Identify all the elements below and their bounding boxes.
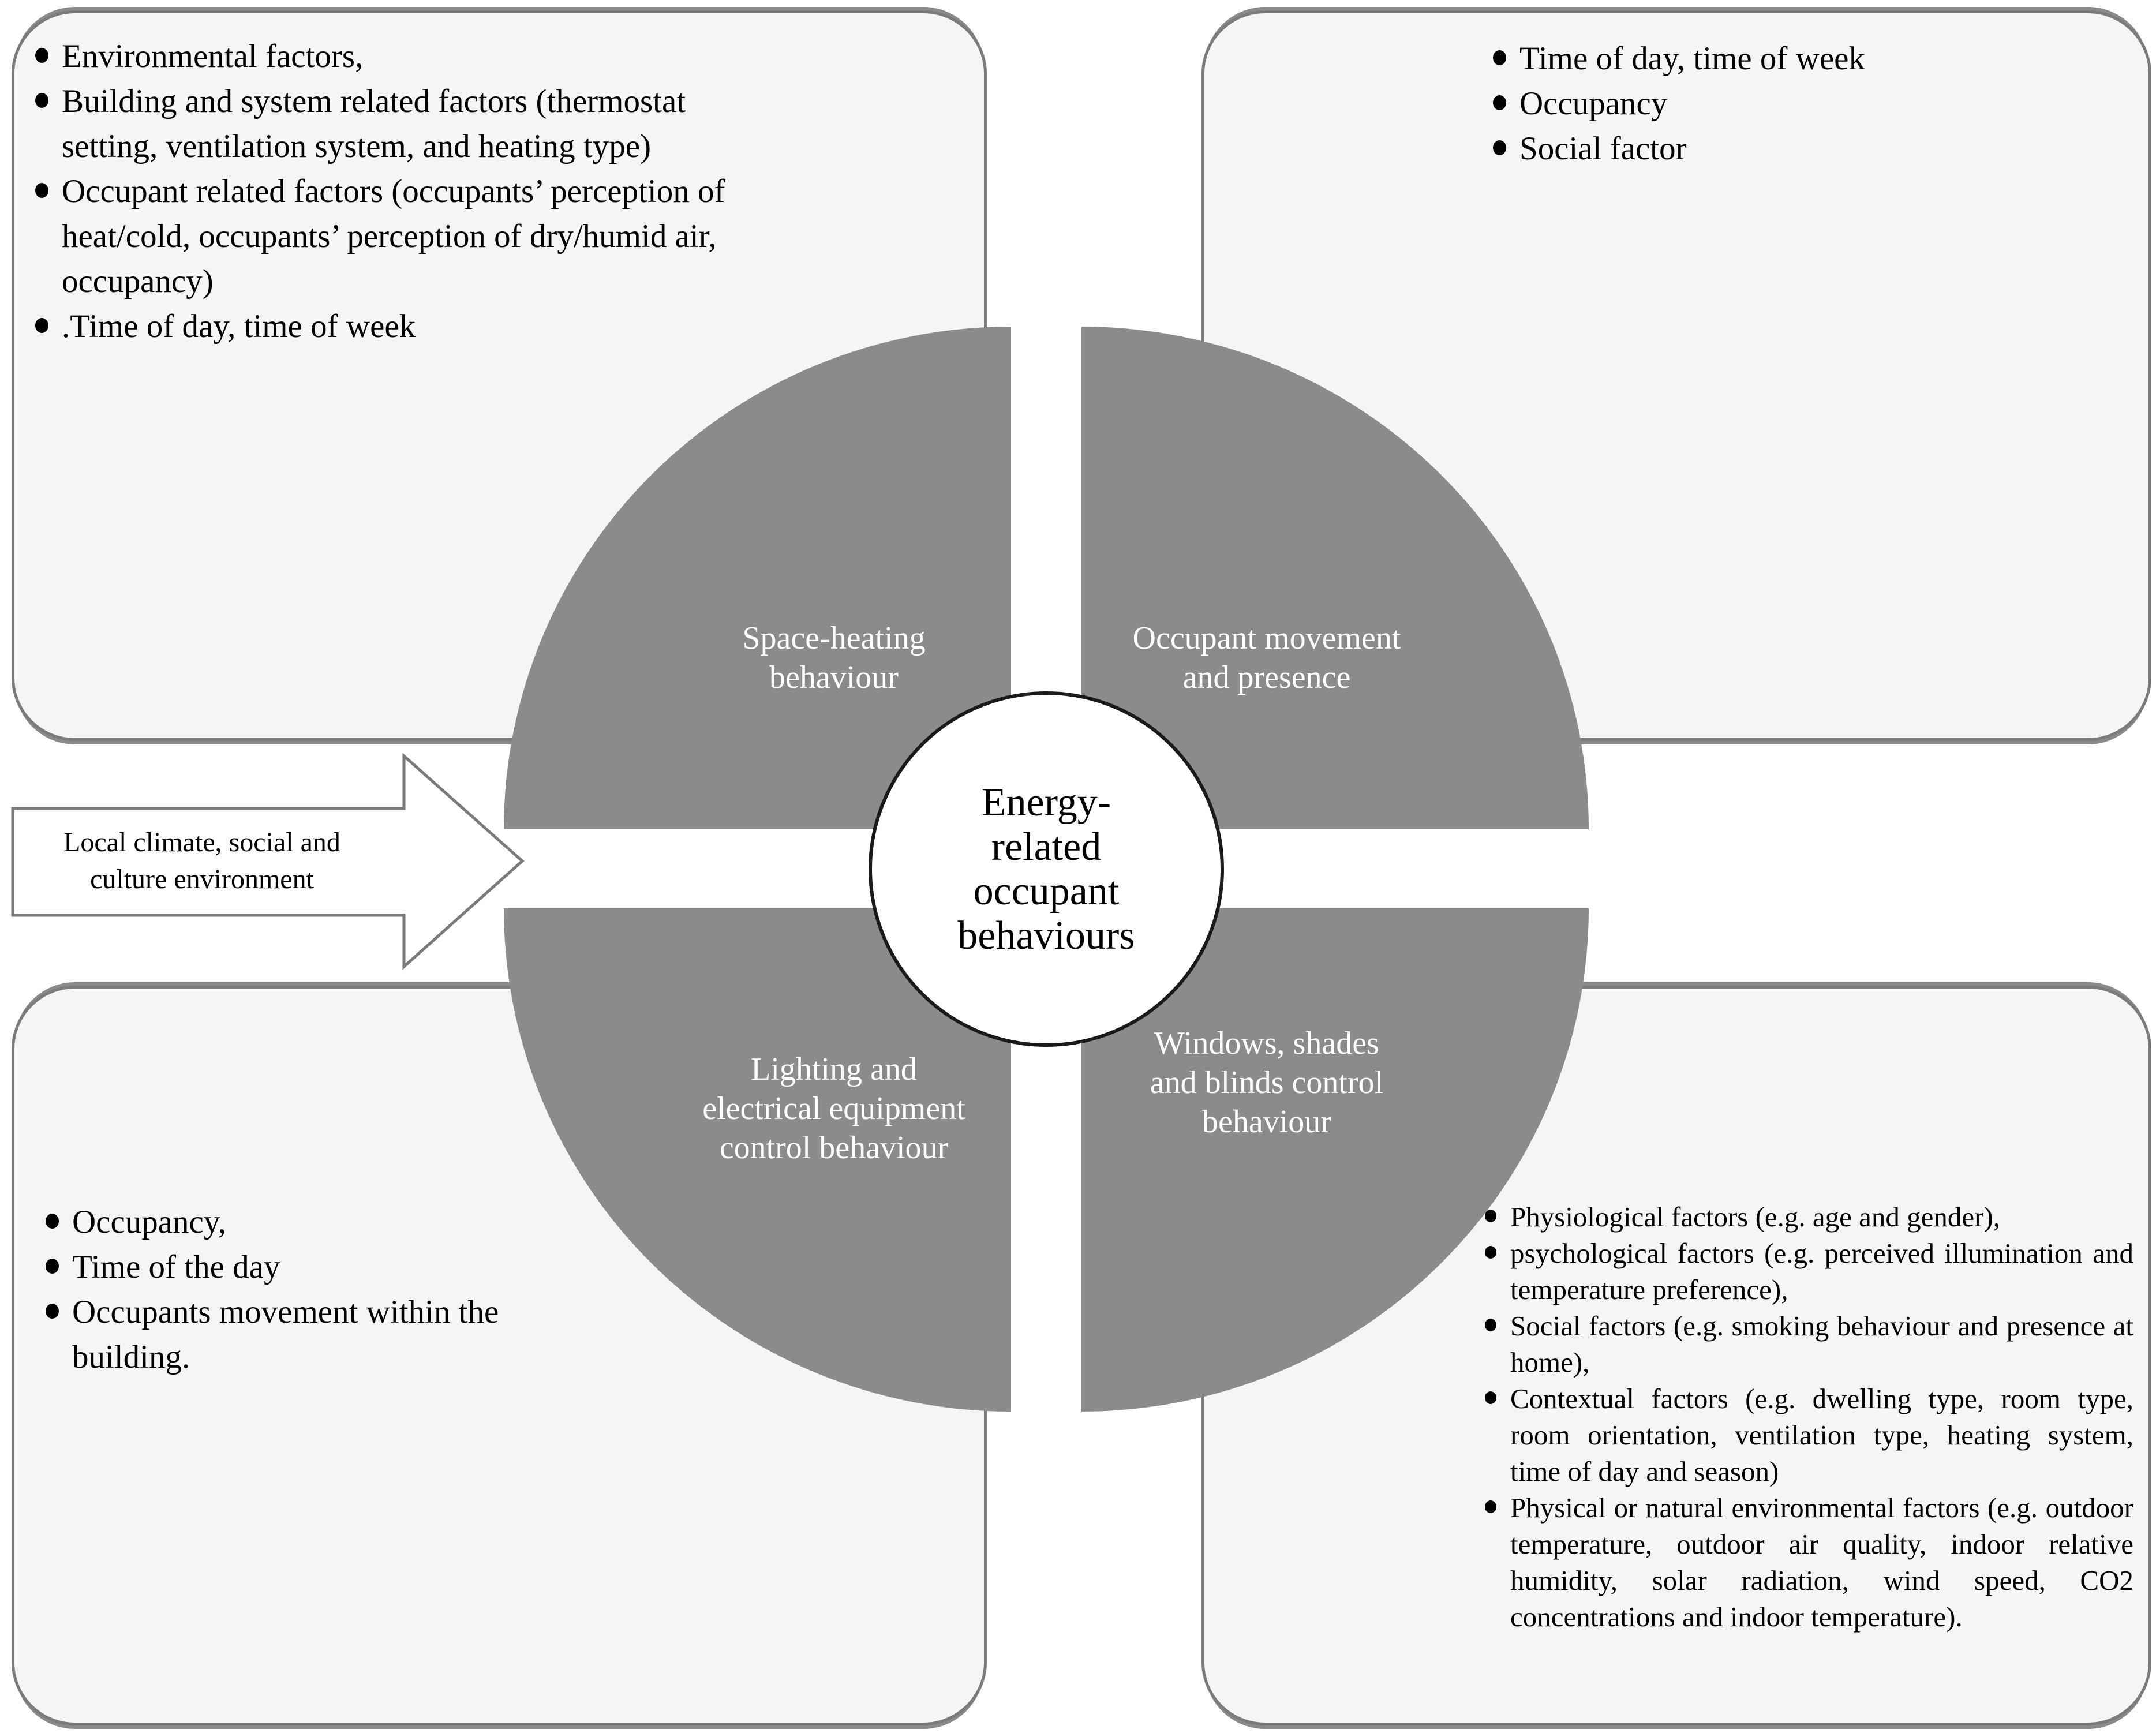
bullet-item: Time of day, time of week <box>1493 36 2116 81</box>
bullet-item: Occupants movement within the building. <box>46 1290 624 1380</box>
bullet-icon <box>1485 1235 1510 1259</box>
bullet-item: Physiological factors (e.g. age and gend… <box>1485 1199 2133 1235</box>
bullet-icon <box>1493 126 1519 155</box>
bullet-text: psychological factors (e.g. perceived il… <box>1510 1237 2133 1305</box>
bullet-item: Contextual factors (e.g. dwelling type, … <box>1485 1380 2133 1489</box>
bullet-text: Environmental factors, <box>62 38 364 74</box>
bullet-icon <box>1493 36 1519 65</box>
bullet-text: Time of the day <box>72 1249 280 1285</box>
bullet-icon <box>35 34 62 63</box>
bullet-text: Occupant related factors (occupants’ per… <box>62 173 725 300</box>
bullet-item: Occupant related factors (occupants’ per… <box>35 169 758 304</box>
bullet-item: Building and system related factors (the… <box>35 79 758 169</box>
bullet-text: Contextual factors (e.g. dwelling type, … <box>1510 1383 2133 1487</box>
bullet-icon <box>46 1290 72 1319</box>
center-circle: Energy- related occupant behaviours <box>869 691 1224 1047</box>
bullet-text: .Time of day, time of week <box>62 308 416 345</box>
bullet-text: Occupancy <box>1519 85 1668 122</box>
bullet-text: Physiological factors (e.g. age and gend… <box>1510 1201 2001 1233</box>
bullet-icon <box>35 169 62 198</box>
right-arrow-shape <box>11 753 525 970</box>
bullet-icon <box>35 79 62 108</box>
bullet-item: Physical or natural environmental factor… <box>1485 1489 2133 1635</box>
center-label: Energy- related occupant behaviours <box>957 780 1135 958</box>
bullet-item: Time of the day <box>46 1245 624 1290</box>
bullet-text: Building and system related factors (the… <box>62 83 686 164</box>
bullet-icon <box>1485 1380 1510 1404</box>
bullet-list-space-heating-factors: Environmental factors, Building and syste… <box>35 34 758 349</box>
quadrant-label-windows: Windows, shades and blinds control behav… <box>1150 1025 1384 1140</box>
bullet-text: Occupancy, <box>72 1204 226 1240</box>
bullet-text: Occupants movement within the building. <box>72 1294 499 1375</box>
bullet-item: Environmental factors, <box>35 34 758 79</box>
bullet-icon <box>46 1245 72 1274</box>
bullet-icon <box>1493 81 1519 110</box>
bullet-text: Physical or natural environmental factor… <box>1510 1492 2133 1633</box>
bullet-text: Social factors (e.g. smoking behaviour a… <box>1510 1310 2133 1378</box>
bullet-icon <box>1485 1308 1510 1331</box>
bullet-icon <box>35 304 62 333</box>
bullet-item: Social factors (e.g. smoking behaviour a… <box>1485 1308 2133 1380</box>
bullet-text: Time of day, time of week <box>1519 40 1865 77</box>
quadrant-label-lighting: Lighting and electrical equipment contro… <box>702 1051 965 1166</box>
arrow-label: Local climate, social and culture enviro… <box>63 827 340 894</box>
bullet-item: .Time of day, time of week <box>35 304 758 349</box>
factors-box-windows: Physiological factors (e.g. age and gend… <box>1201 986 2151 1725</box>
bullet-icon <box>46 1200 72 1229</box>
bullet-text: Social factor <box>1519 130 1687 167</box>
bullet-list-windows-factors: Physiological factors (e.g. age and gend… <box>1485 1199 2133 1635</box>
bullet-icon <box>1485 1489 1510 1513</box>
bullet-item: Occupancy <box>1493 81 2116 126</box>
bullet-item: Social factor <box>1493 126 2116 171</box>
bullet-item: Occupancy, <box>46 1200 624 1245</box>
quadrant-label-space-heating: Space-heating behaviour <box>742 620 926 695</box>
quadrant-label-occupant-movement: Occupant movement and presence <box>1132 620 1401 695</box>
bullet-item: psychological factors (e.g. perceived il… <box>1485 1235 2133 1308</box>
